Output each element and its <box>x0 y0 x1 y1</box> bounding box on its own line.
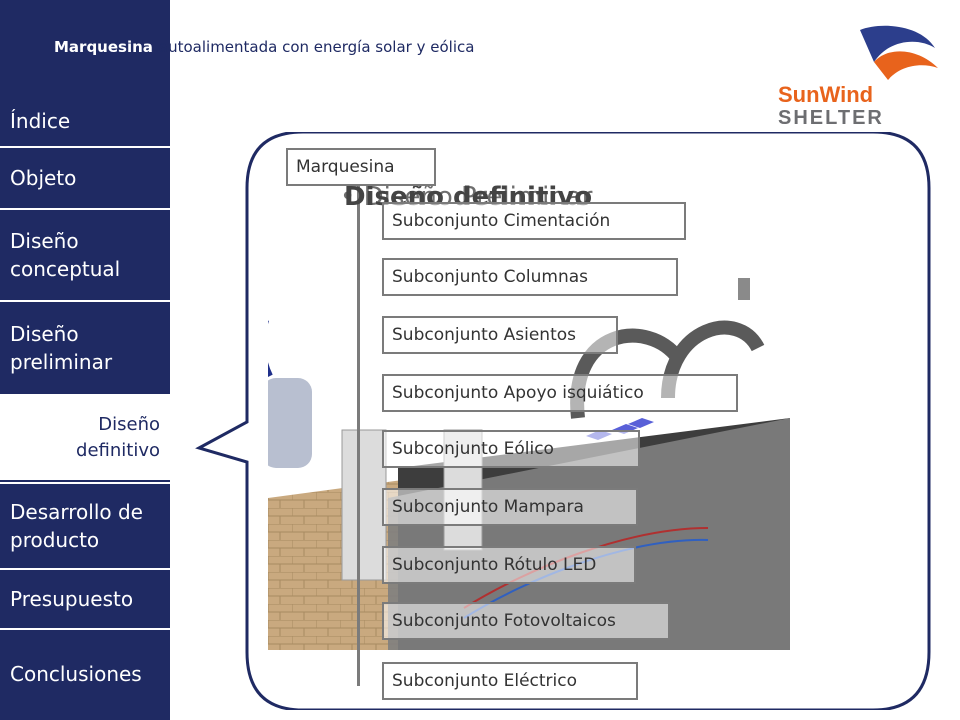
tree-node: Subconjunto Eólico <box>382 430 640 468</box>
sidebar-item-label: Conclusiones <box>10 662 142 686</box>
logo-text-1: SunWind <box>778 82 873 107</box>
sidebar-item-diseno-preliminar[interactable]: Diseño preliminar <box>0 304 170 392</box>
sidebar-item-indice[interactable]: Índice <box>0 98 170 144</box>
tree-node: Subconjunto Mampara <box>382 488 638 526</box>
tree-node: Subconjunto Eléctrico <box>382 662 638 700</box>
sidebar-item-presupuesto[interactable]: Presupuesto <box>0 572 170 626</box>
divider <box>0 300 170 302</box>
tree-node: Subconjunto Apoyo isquiático <box>382 374 738 412</box>
tree-node: Subconjunto Cimentación <box>382 202 686 240</box>
sidebar <box>0 0 170 720</box>
divider <box>0 146 170 148</box>
divider <box>0 568 170 570</box>
sidebar-item-conclusiones[interactable]: Conclusiones <box>0 632 170 716</box>
divider <box>0 482 170 484</box>
header-bold: Marquesina <box>54 38 153 56</box>
tree-root-node: Marquesina <box>286 148 436 186</box>
sidebar-item-diseno-conceptual[interactable]: Diseño conceptual <box>0 212 170 298</box>
sidebar-item-label: Diseño preliminar <box>10 322 113 374</box>
sidebar-item-label: Diseño definitivo <box>76 414 160 461</box>
sidebar-item-diseno-definitivo[interactable]: Diseño definitivo <box>0 396 170 480</box>
tree-connector <box>357 184 360 686</box>
divider <box>0 394 170 396</box>
sidebar-item-label: Desarrollo de producto <box>10 500 143 552</box>
sidebar-item-label: Diseño conceptual <box>10 229 121 281</box>
sidebar-item-label: Índice <box>10 109 71 133</box>
wind-turbine-icon <box>268 320 312 468</box>
logo-swoosh-icon: SunWind SHELTER <box>778 25 938 129</box>
header-subtitle: autoalimentada con energía solar y eólic… <box>158 38 475 56</box>
sidebar-item-objeto[interactable]: Objeto <box>0 150 170 206</box>
tree-node: Subconjunto Fotovoltaicos <box>382 602 670 640</box>
logo-text-2: SHELTER <box>778 107 884 129</box>
tree-node: Subconjunto Rótulo LED <box>382 546 636 584</box>
page-header: Marquesina autoalimentada con energía sol… <box>44 38 474 56</box>
divider <box>0 628 170 630</box>
sidebar-item-desarrollo-producto[interactable]: Desarrollo de producto <box>0 486 170 566</box>
tree-node: Subconjunto Asientos <box>382 316 618 354</box>
wind-turbine-icon <box>738 278 750 300</box>
divider <box>0 208 170 210</box>
sidebar-item-label: Presupuesto <box>10 587 134 611</box>
sidebar-item-label: Objeto <box>10 166 77 190</box>
tree-node: Subconjunto Columnas <box>382 258 678 296</box>
sunwind-logo: SunWind SHELTER <box>770 18 940 130</box>
